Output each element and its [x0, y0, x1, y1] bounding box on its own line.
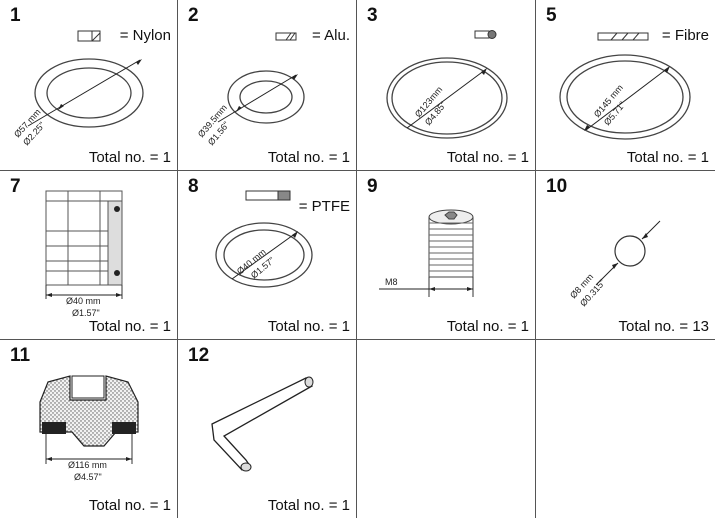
- part-number: 3: [367, 5, 378, 26]
- total-count: Total no. = 1: [267, 149, 350, 166]
- part-cell-1: Ø57 mm Ø2.25" 1 = Nylon Total no. = 1: [0, 0, 178, 171]
- part-cell-2: Ø39.5mm Ø1.56" 2 = Alu. Total no. = 1: [178, 0, 357, 171]
- empty-cell: [357, 340, 536, 518]
- part-cell-7: Ø40 mm Ø1.57" 7 Total no. = 1: [0, 171, 178, 340]
- thread-size-label: M8: [385, 277, 398, 287]
- part-cell-3: Ø123mm Ø4.85" 3 Total no. = 1: [357, 0, 536, 171]
- ptfe-ring-drawing: Ø40 mm Ø1.57": [215, 190, 313, 288]
- valve-insert-drawing: Ø40 mm Ø1.57": [45, 190, 123, 318]
- set-screw-drawing: M8: [379, 209, 474, 297]
- allen-key-drawing: [211, 376, 314, 472]
- part-cell-10: Ø8 mm Ø0.315" 10 Total no. = 13: [536, 171, 715, 340]
- part-cell-12: 12 Total no. = 1: [178, 340, 357, 518]
- part-number: 9: [367, 176, 378, 197]
- part-cell-5: Ø145 mm Ø5.71" 5 = Fibre Total no. = 1: [536, 0, 715, 171]
- alu-ring-drawing: Ø39.5mm Ø1.56": [196, 32, 305, 147]
- dim-in-label: Ø4.57": [74, 472, 102, 482]
- material-legend: = Fibre: [661, 27, 709, 44]
- part-number: 1: [10, 5, 21, 26]
- material-legend: = Alu.: [312, 27, 350, 44]
- nylon-ring-drawing: Ø57 mm Ø2.25": [12, 30, 144, 147]
- total-count: Total no. = 1: [88, 149, 171, 166]
- dim-mm-label: Ø116 mm: [68, 460, 107, 470]
- material-legend: = Nylon: [119, 27, 171, 44]
- part-number: 12: [188, 345, 210, 366]
- fibre-gasket-drawing: Ø145 mm Ø5.71": [559, 32, 691, 140]
- part-cell-11: Ø116 mm Ø4.57" 11 Total no. = 1: [0, 340, 178, 518]
- total-count: Total no. = 13: [618, 318, 709, 335]
- total-count: Total no. = 1: [626, 149, 709, 166]
- part-cell-9: M8 9 Total no. = 1: [357, 171, 536, 340]
- part-number: 2: [188, 5, 199, 26]
- o-ring-drawing: Ø123mm Ø4.85": [386, 30, 508, 139]
- total-count: Total no. = 1: [267, 497, 350, 514]
- empty-cell: [536, 340, 715, 518]
- total-count: Total no. = 1: [88, 497, 171, 514]
- seal-section-drawing: Ø116 mm Ø4.57": [39, 375, 139, 482]
- dim-mm-label: Ø40 mm: [66, 296, 101, 306]
- part-cell-8: Ø40 mm Ø1.57" 8 = PTFE Total no. = 1: [178, 171, 357, 340]
- part-number: 10: [546, 176, 568, 197]
- total-count: Total no. = 1: [446, 318, 529, 335]
- dim-in-label: Ø1.57": [72, 308, 100, 318]
- part-number: 11: [10, 345, 31, 366]
- total-count: Total no. = 1: [446, 149, 529, 166]
- steel-ball-drawing: Ø8 mm Ø0.315": [568, 220, 661, 308]
- total-count: Total no. = 1: [88, 318, 171, 335]
- part-number: 5: [546, 5, 557, 26]
- part-number: 7: [10, 176, 21, 197]
- total-count: Total no. = 1: [267, 318, 350, 335]
- material-legend: = PTFE: [298, 198, 350, 215]
- part-number: 8: [188, 176, 199, 197]
